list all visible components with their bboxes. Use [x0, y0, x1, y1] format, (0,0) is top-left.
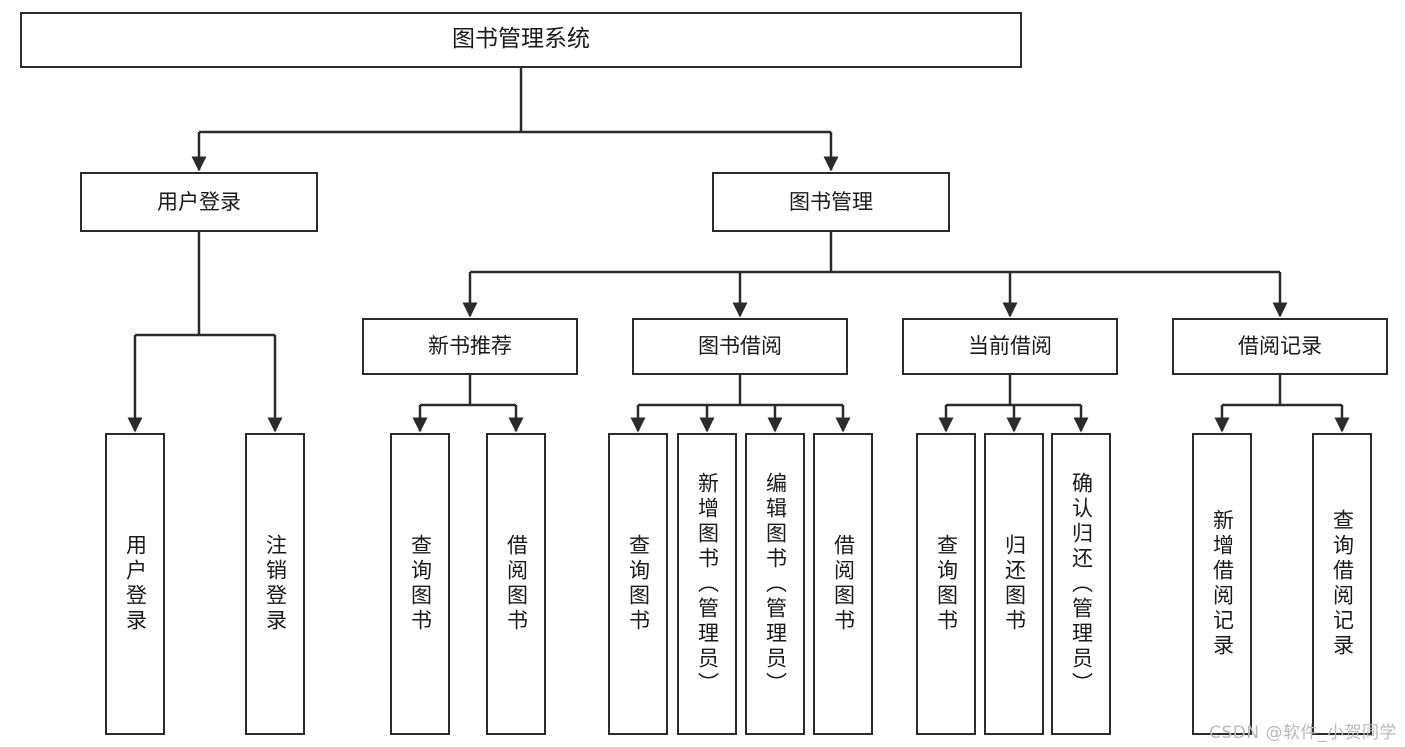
node-label: 用户登录: [157, 189, 241, 214]
node-l2[interactable]: 注销登录: [245, 433, 305, 735]
node-label: 图书管理: [789, 189, 873, 214]
node-label: 查询图书: [408, 534, 433, 634]
node-label: 用户登录: [123, 534, 148, 634]
node-label: 确认归还（管理员）: [1069, 471, 1094, 697]
node-label: 借阅记录: [1238, 334, 1322, 359]
node-l6[interactable]: 新增图书（管理员）: [677, 433, 737, 735]
node-label: 查询图书: [934, 534, 959, 634]
node-label: 编辑图书（管理员）: [763, 471, 788, 697]
node-label: 注销登录: [263, 534, 288, 634]
node-bookmgmt[interactable]: 图书管理: [712, 172, 950, 232]
node-l1[interactable]: 用户登录: [105, 433, 165, 735]
node-borrow[interactable]: 图书借阅: [632, 318, 848, 375]
node-l7[interactable]: 编辑图书（管理员）: [745, 433, 805, 735]
node-l4[interactable]: 借阅图书: [486, 433, 546, 735]
node-label: 借阅图书: [504, 534, 529, 634]
node-root[interactable]: 图书管理系统: [20, 12, 1022, 68]
node-l5[interactable]: 查询图书: [608, 433, 668, 735]
watermark: CSDN @软件_小贺同学: [1209, 723, 1397, 743]
node-l8[interactable]: 借阅图书: [813, 433, 873, 735]
node-label: 查询图书: [626, 534, 651, 634]
node-l12[interactable]: 新增借阅记录: [1192, 433, 1252, 735]
node-label: 新书推荐: [428, 334, 512, 359]
node-label: 新增借阅记录: [1210, 509, 1235, 659]
node-newbook[interactable]: 新书推荐: [362, 318, 578, 375]
node-records[interactable]: 借阅记录: [1172, 318, 1388, 375]
node-l9[interactable]: 查询图书: [916, 433, 976, 735]
node-label: 借阅图书: [831, 534, 856, 634]
node-label: 当前借阅: [968, 334, 1052, 359]
node-label: 新增图书（管理员）: [695, 471, 720, 697]
node-label: 图书借阅: [698, 334, 782, 359]
node-l10[interactable]: 归还图书: [984, 433, 1044, 735]
node-l13[interactable]: 查询借阅记录: [1312, 433, 1372, 735]
node-label: 图书管理系统: [452, 26, 590, 53]
node-l3[interactable]: 查询图书: [390, 433, 450, 735]
node-current[interactable]: 当前借阅: [902, 318, 1118, 375]
node-label: 查询借阅记录: [1330, 509, 1355, 659]
node-l11[interactable]: 确认归还（管理员）: [1051, 433, 1111, 735]
node-label: 归还图书: [1002, 534, 1027, 634]
node-login[interactable]: 用户登录: [80, 172, 318, 232]
